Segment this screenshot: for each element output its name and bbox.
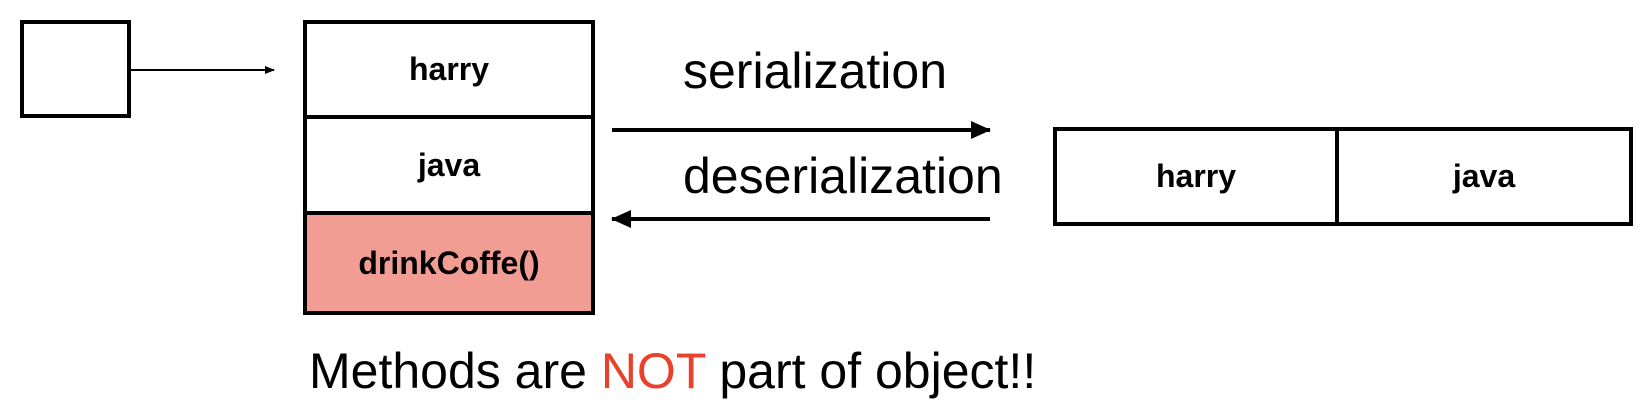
reference-box — [20, 20, 131, 118]
deserialization-label: deserialization — [683, 148, 1003, 204]
serialized-field-language: java — [1335, 127, 1633, 226]
note-highlight: NOT — [600, 343, 706, 399]
note-after: part of object!! — [705, 343, 1037, 399]
object-box: harry java drinkCoffe() — [303, 20, 595, 315]
object-field-name: harry — [303, 20, 595, 119]
note-text: Methods are NOT part of object!! — [309, 342, 1036, 400]
serialized-field-name: harry — [1053, 127, 1339, 226]
serialization-label: serialization — [683, 43, 948, 99]
note-before: Methods are — [309, 343, 601, 399]
serialized-box: harry java — [1053, 127, 1633, 226]
object-field-language: java — [303, 115, 595, 215]
object-method-cell: drinkCoffe() — [303, 211, 595, 315]
